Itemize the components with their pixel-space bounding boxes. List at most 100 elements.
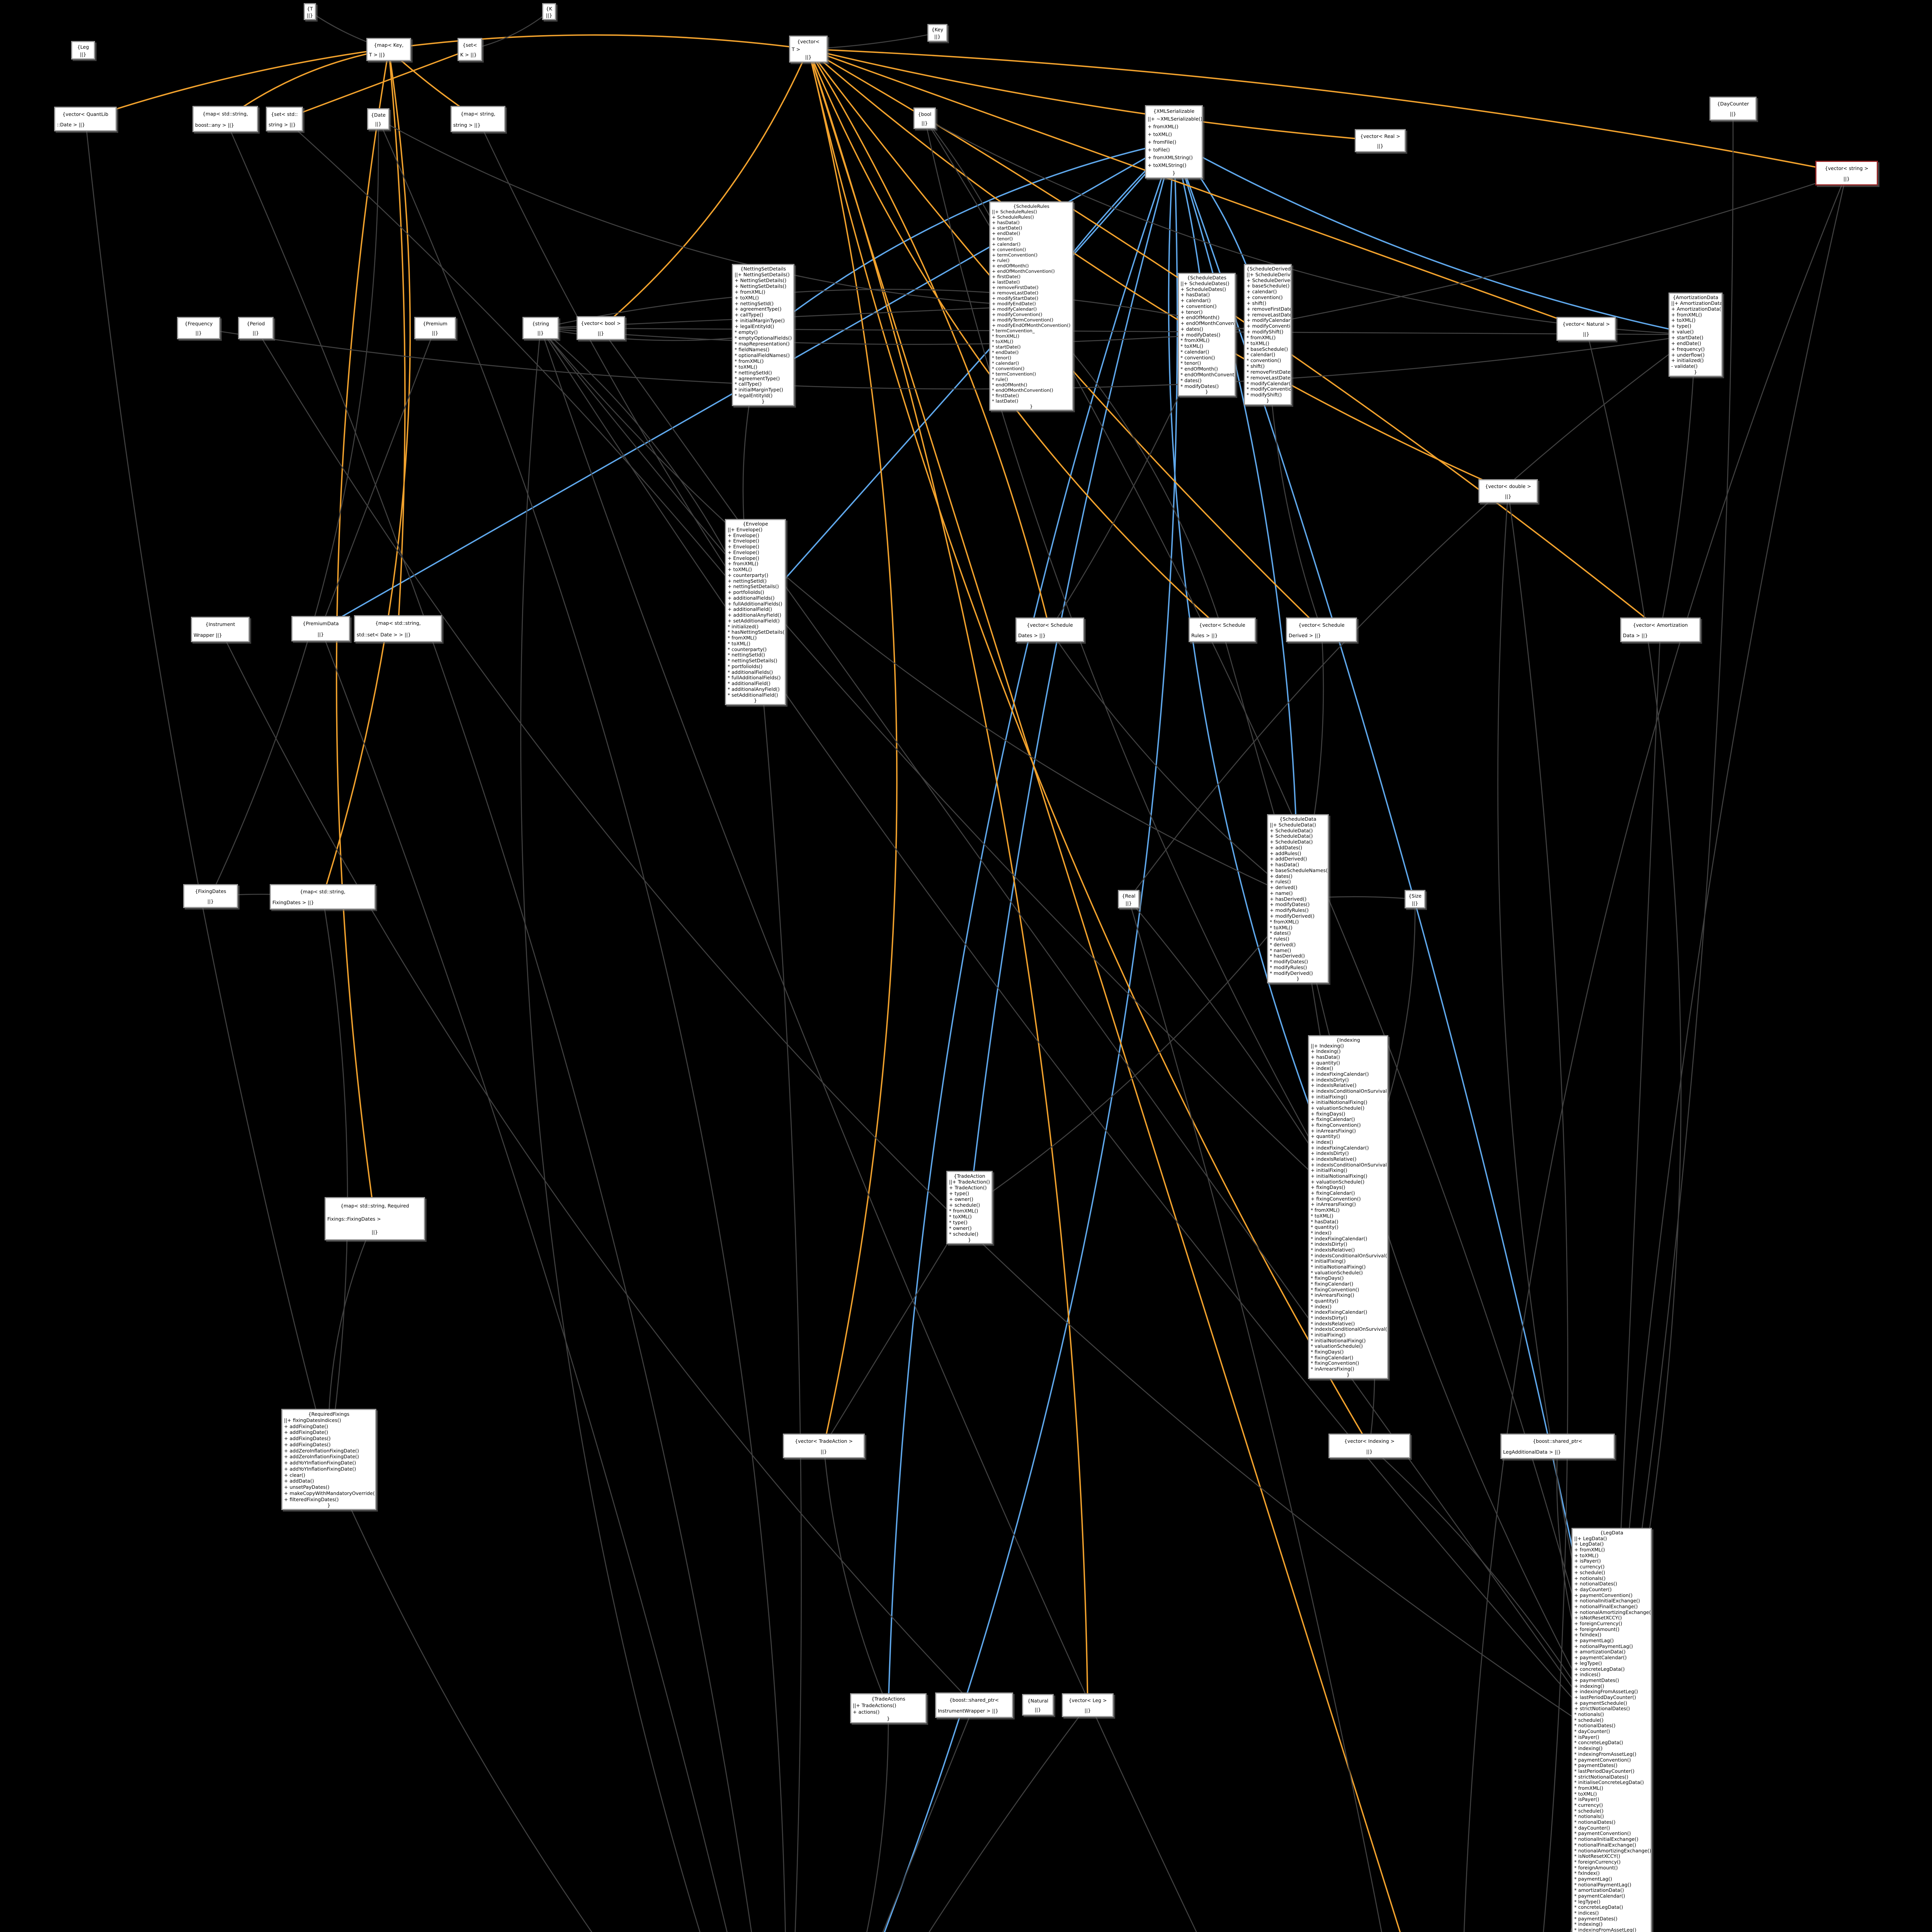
class-node-freq[interactable]: {Frequency||} [177,317,220,339]
class-member: * fromXML() [1270,918,1299,925]
class-node-sdata[interactable]: {ScheduleData||+ ScheduleData()+ Schedul… [1267,814,1329,983]
class-node-srules[interactable]: {ScheduleRules||+ ScheduleRules()+ Sched… [989,201,1073,411]
class-member: + removeLastDate() [992,290,1039,296]
class-node-period[interactable]: {Period||} [238,317,274,339]
class-node-indexing[interactable]: {Indexing||+ Indexing()+ Indexing()+ has… [1308,1035,1388,1379]
class-node-setT[interactable]: {set<K > ||} [457,38,482,61]
class-title: {Frequency [184,321,213,327]
class-member: + notionalInitialExchange() [1574,1598,1640,1604]
class-node-mapAny[interactable]: {map< std::string,boost::any > ||} [192,106,258,132]
class-member: ||} [80,51,87,57]
class-node-mapStrStr[interactable]: {map< string,string > ||} [451,106,505,132]
edge-legdata-period [255,328,1612,1743]
class-node-dayc[interactable]: {DayCounter||} [1709,97,1757,121]
class-member: * toXML() [992,339,1014,344]
class-member: + name() [1270,890,1293,896]
class-node-reqfix[interactable]: {RequiredFixings||+ fixingDatesIndices()… [281,1409,376,1510]
class-node-vecT[interactable]: {vector<T >||} [789,36,828,63]
class-node-vecBool[interactable]: {vector< bool >||} [577,316,625,340]
class-node-nat[interactable]: {Natural||} [1022,1694,1054,1716]
class-node-vecNat[interactable]: {vector< Natural >||} [1556,317,1616,341]
class-node-sderived[interactable]: {ScheduleDerived||+ ScheduleDerived()+ S… [1244,264,1292,405]
class-node-sdates[interactable]: {ScheduleDates||+ ScheduleDates()+ Sched… [1178,273,1236,396]
edge-mapAny-mapT [224,49,389,120]
class-member: ||} [1730,111,1736,117]
class-member: * notionals() [1574,1711,1604,1717]
class-member: * notionals() [1574,1813,1604,1820]
class-node-t2[interactable]: {K||} [542,3,556,20]
class-member: * indexIsDirty() [1311,1241,1347,1247]
class-node-bool[interactable]: {bool||} [913,107,936,129]
class-member: + addRules() [1270,850,1301,856]
class-node-mapFix[interactable]: {map< std::string,FixingDates > ||} [270,884,376,910]
class-title: {PremiumData [303,621,339,626]
class-member: * removeLastDate() [1247,374,1292,381]
class-node-size[interactable]: {Size||} [1405,890,1425,908]
class-node-string[interactable]: {string||} [522,317,559,339]
class-node-pd[interactable]: {PremiumData ||} [291,616,350,641]
class-title: {vector< Schedule [1199,622,1245,628]
class-member: + indexing() [1574,1683,1604,1689]
class-node-date[interactable]: {Date||} [367,108,389,130]
class-node-premium[interactable]: {Premium||} [414,317,456,339]
class-member: + fromFile() [1148,139,1177,145]
class-member: * type() [949,1219,968,1225]
class-node-sptrLAD[interactable]: {boost::shared_ptr<LegAdditionalData > |… [1500,1434,1615,1459]
class-member: * termConvention() [992,371,1036,377]
class-member: * additionalAnyField() [728,686,780,692]
class-node-fixd[interactable]: {FixingDates||} [183,884,238,908]
class-member: * foreignAmount() [1574,1864,1618,1871]
class-member: + endDate() [992,231,1020,236]
class-title: {string [532,321,549,327]
class-member: * fromXML() [992,333,1020,339]
class-node-vecDate[interactable]: {vector< QuantLib::Date > ||} [54,107,117,131]
class-node-ta[interactable]: {TradeAction||+ TradeAction()+ TradeActi… [946,1171,993,1244]
edge-trade-reqfix [328,1459,592,1932]
class-node-amort[interactable]: {AmortizationData||+ AmortizationData()+… [1668,293,1723,377]
class-member: * indexIsConditionalOnSurvival() [1311,1326,1388,1332]
class-node-tacts[interactable]: {TradeActions||+ TradeActions()+ actions… [850,1693,927,1723]
class-member: * paymentConvention() [1574,1757,1631,1763]
edge-env-mapStrStr [477,119,755,612]
class-node-real[interactable]: {Real||} [1118,890,1139,908]
class-node-leg[interactable]: {Leg||} [71,41,95,60]
class-node-vecTA[interactable]: {vector< TradeAction >||} [783,1434,865,1458]
class-member: ||} [317,631,324,637]
class-member: LegAdditionalData > ||} [1503,1449,1561,1455]
class-node-vecLeg[interactable]: {vector< Leg >||} [1062,1693,1114,1717]
class-member: + nettingSetDetails() [728,583,779,590]
class-node-sptrIW[interactable]: {boost::shared_ptr<InstrumentWrapper > |… [935,1692,1013,1718]
class-member: + unsetPayDates() [284,1484,330,1490]
class-node-vecReal[interactable]: {vector< Real >||} [1355,129,1406,152]
class-member: } [1172,170,1175,176]
class-title: {map< std::string, [300,889,345,895]
class-title: {Envelope [743,521,768,527]
edge-tacts-vecTA [823,1446,888,1708]
class-node-t3[interactable]: {Key||} [927,24,947,42]
class-title: {vector< Natural > [1562,321,1610,327]
class-node-nsd[interactable]: {NettingSetDetails||+ NettingSetDetails(… [732,264,794,406]
class-node-mapT[interactable]: {map< Key,T > ||} [366,38,411,61]
class-member: + amortizationData() [1574,1649,1626,1655]
class-member: * fixingDays() [1311,1349,1344,1355]
class-node-legdata[interactable]: {LegData||+ LegData()+ LegData()+ fromXM… [1571,1528,1652,1932]
class-member: ||} [820,1449,827,1454]
class-node-t1[interactable]: {T||} [304,3,316,20]
class-node-mapSet[interactable]: {map< std::string,std::set< Date > > ||} [354,615,442,642]
class-node-vecInd[interactable]: {vector< Indexing >||} [1328,1434,1410,1458]
edge-sderived-string [540,289,1268,335]
class-node-xmls[interactable]: {XMLSerializable||+ ~XMLSerializable()+ … [1145,105,1203,179]
class-member: * dates() [1180,377,1202,383]
class-node-vecDbl[interactable]: {vector< double >||} [1478,479,1538,503]
class-node-vecStr[interactable]: {vector< string >||} [1815,161,1878,185]
class-node-env[interactable]: {Envelope||+ Envelope()+ Envelope()+ Env… [725,519,786,705]
class-member: + fixingDays() [1311,1184,1345,1190]
class-member: + strictNotionalDates() [1574,1706,1630,1712]
class-node-setStr[interactable]: {set< std::string > ||} [266,107,303,131]
